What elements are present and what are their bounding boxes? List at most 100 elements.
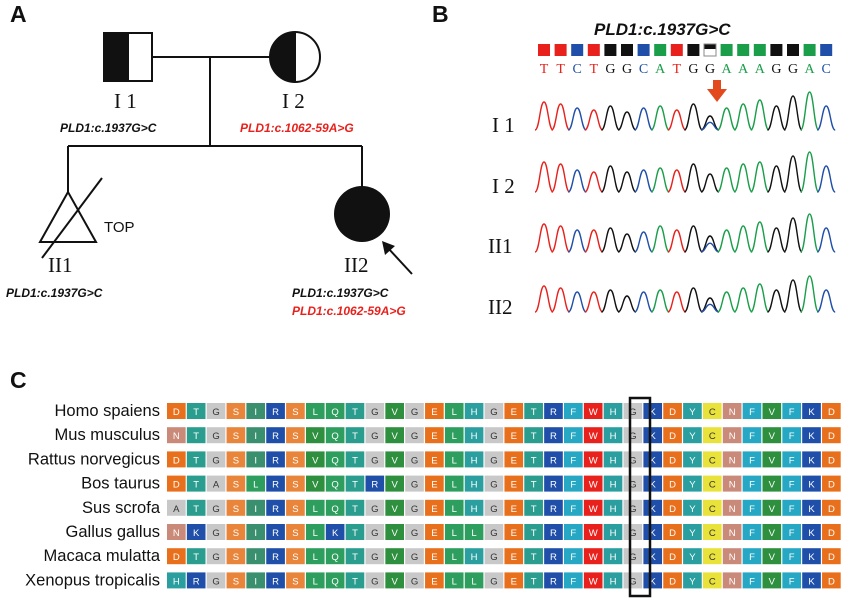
residue-cell <box>822 451 841 468</box>
label-I1: I 1 <box>114 89 137 113</box>
residue-cell <box>583 403 603 419</box>
residue-letter: G <box>629 504 636 515</box>
residue-cell <box>583 475 603 492</box>
residue-letter: C <box>709 407 716 418</box>
residue-cell <box>663 451 682 468</box>
residue-letter: D <box>173 407 180 418</box>
species-label: Sus scrofa <box>82 499 161 517</box>
trace-peak <box>733 287 753 313</box>
residue-cell <box>246 548 266 565</box>
residue-cell <box>504 524 524 540</box>
residue-cell <box>206 524 226 540</box>
residue-cell <box>206 499 226 516</box>
residue-cell <box>802 475 821 492</box>
residue-cell <box>722 475 742 492</box>
residue-letter: D <box>669 455 676 466</box>
residue-letter: D <box>828 431 835 442</box>
residue-cell <box>564 524 583 540</box>
residue-letter: V <box>769 480 776 491</box>
residue-letter: G <box>371 528 378 539</box>
proband-arrow-shaft <box>387 247 413 275</box>
residue-cell <box>583 499 603 516</box>
species-label: Xenopus tropicalis <box>25 571 160 589</box>
residue-letter: E <box>431 407 437 418</box>
residue-cell <box>286 548 305 565</box>
residue-cell <box>603 451 623 468</box>
residue-cell <box>643 403 663 419</box>
trace-peak <box>601 227 620 253</box>
residue-cell <box>782 403 801 419</box>
residue-cell <box>266 499 285 516</box>
residue-cell <box>663 499 682 516</box>
residue-cell <box>385 403 404 419</box>
base-letter: G <box>771 62 781 77</box>
residue-cell <box>365 475 385 492</box>
trace-peak <box>667 229 687 253</box>
residue-cell <box>643 427 663 444</box>
trace-peak <box>650 167 670 193</box>
residue-cell <box>345 499 365 516</box>
base-letter: A <box>805 62 816 77</box>
residue-cell <box>186 572 206 589</box>
variant-arrow-icon <box>707 80 727 102</box>
residue-letter: R <box>272 528 279 539</box>
residue-letter: F <box>789 480 795 491</box>
residue-letter: F <box>749 455 755 466</box>
trace-peak <box>683 103 703 131</box>
residue-letter: H <box>471 552 478 563</box>
residue-letter: R <box>550 455 557 466</box>
residue-cell <box>742 475 762 492</box>
residue-letter: D <box>828 455 835 466</box>
residue-letter: N <box>173 528 180 539</box>
residue-letter: G <box>629 528 636 539</box>
base-box <box>737 44 750 56</box>
residue-letter: F <box>570 431 576 442</box>
residue-cell <box>603 427 623 444</box>
residue-cell <box>464 427 484 444</box>
residue-letter: N <box>729 431 736 442</box>
residue-letter: F <box>570 455 576 466</box>
residue-cell <box>325 572 345 589</box>
residue-letter: S <box>292 431 298 442</box>
residue-cell <box>444 475 464 492</box>
residue-letter: T <box>193 455 199 466</box>
residue-cell <box>583 427 603 444</box>
trace-peak <box>767 289 786 313</box>
residue-cell <box>444 451 464 468</box>
residue-cell <box>603 499 623 516</box>
residue-letter: K <box>650 552 657 563</box>
residue-cell <box>524 572 543 589</box>
trace-peak <box>799 91 820 131</box>
residue-letter: E <box>511 455 517 466</box>
residue-cell <box>603 475 623 492</box>
residue-letter: R <box>272 504 279 515</box>
residue-cell <box>663 403 682 419</box>
sequence-color-boxes <box>538 43 833 57</box>
residue-cell <box>444 572 464 589</box>
residue-cell <box>762 499 782 516</box>
residue-letter: L <box>313 576 318 587</box>
residue-cell <box>643 548 663 565</box>
residue-letter: F <box>749 576 755 587</box>
residue-letter: F <box>789 504 795 515</box>
conserved-column-highlight <box>628 396 652 598</box>
residue-letter: V <box>392 480 399 491</box>
residue-letter: W <box>589 431 598 442</box>
base-letter: G <box>605 62 615 77</box>
residue-cell <box>722 403 742 419</box>
residue-cell <box>524 499 543 516</box>
residue-cell <box>722 524 742 540</box>
residue-cell <box>643 475 663 492</box>
residue-letter: S <box>292 552 298 563</box>
residue-letter: S <box>292 480 298 491</box>
residue-cell <box>405 524 424 540</box>
residue-letter: E <box>511 576 517 587</box>
residue-cell <box>444 499 464 516</box>
residue-cell <box>246 499 266 516</box>
residue-cell <box>464 475 484 492</box>
residue-cell <box>663 548 682 565</box>
residue-cell <box>564 499 583 516</box>
residue-letter: Q <box>331 576 338 587</box>
